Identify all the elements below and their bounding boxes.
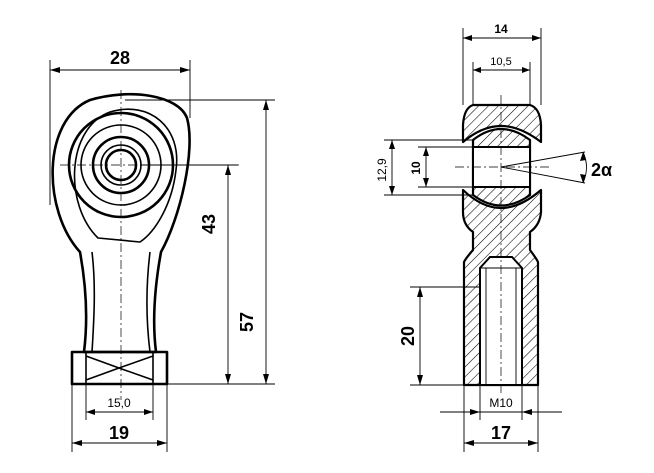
neck-right-line	[146, 251, 151, 353]
dim-bore-10: 10	[409, 161, 423, 175]
dim-hex-15: 15,0	[107, 396, 131, 410]
dim-height-43: 43	[199, 214, 219, 234]
dim-angle-2alpha: 2α	[591, 160, 612, 180]
dim-thread-m10: M10	[489, 396, 513, 410]
neck-left-line	[91, 251, 96, 353]
hex-body	[70, 350, 169, 386]
dim-width-28: 28	[110, 48, 130, 68]
dim-width-19: 19	[109, 423, 129, 443]
dim-width-14: 14	[494, 22, 508, 36]
head-shell-top	[461, 103, 543, 144]
front-view: 28 43 57 15,0 19	[49, 48, 275, 452]
head-inner-contour	[73, 108, 178, 243]
side-view: 14 10,5 12,9 10 2α 20	[375, 22, 612, 452]
dim-thread-depth-20: 20	[398, 326, 418, 346]
dim-width-10-5: 10,5	[490, 56, 511, 68]
dim-width-17: 17	[491, 423, 511, 443]
body-outline	[51, 93, 191, 354]
hex-chamfer	[85, 355, 154, 381]
dim-height-12-9: 12,9	[375, 158, 389, 182]
dim-height-57: 57	[237, 312, 257, 332]
